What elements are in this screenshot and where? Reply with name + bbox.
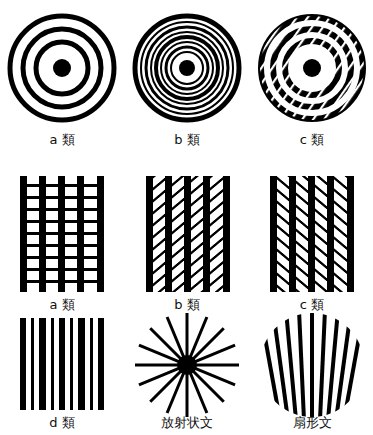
- concentric-a: [10, 16, 114, 120]
- ladder-a: [20, 176, 104, 292]
- stripes-d: [20, 318, 104, 410]
- ladder-b: [146, 176, 230, 292]
- pattern-label: a 類: [49, 132, 74, 148]
- pattern-label: 扇形文: [293, 415, 332, 431]
- concentric-c: [258, 14, 366, 122]
- ladder-c: [270, 176, 354, 292]
- pattern-label: c 類: [300, 297, 324, 313]
- pattern-label: b 類: [174, 132, 199, 148]
- radial-pattern: [135, 313, 239, 417]
- concentric-b: [135, 16, 239, 120]
- pattern-label: a 類: [49, 297, 74, 313]
- pattern-label: d 類: [49, 415, 74, 431]
- pattern-label: c 類: [300, 132, 324, 148]
- pattern-label: b 類: [174, 297, 199, 313]
- fan-pattern: [260, 310, 364, 420]
- pattern-label: 放射状文: [161, 415, 213, 431]
